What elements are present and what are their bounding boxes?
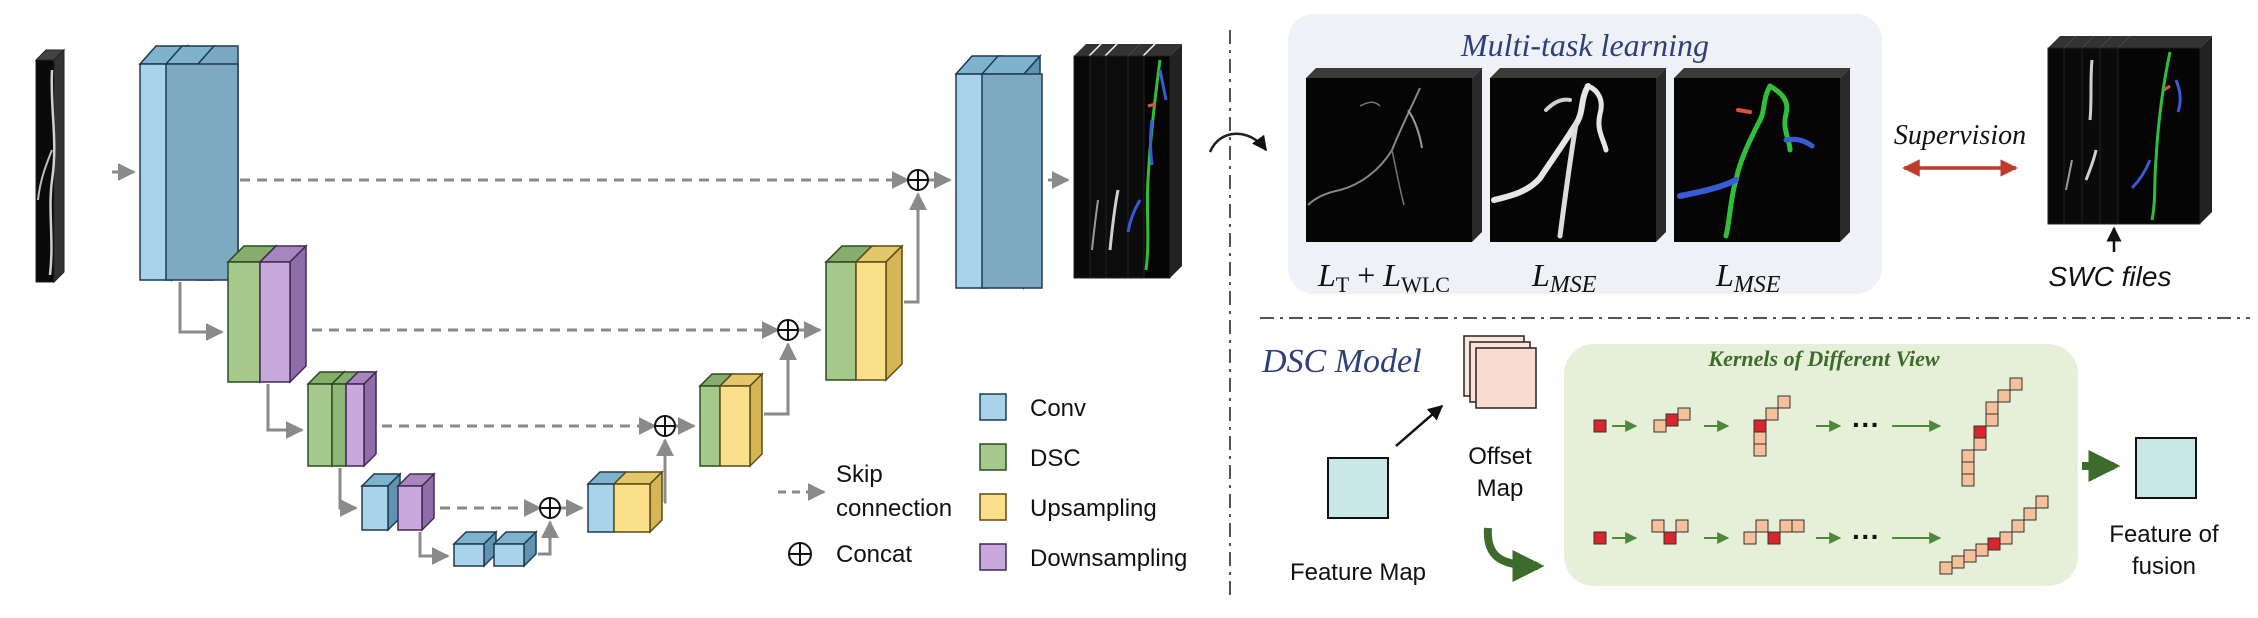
legend-label-skip-2: connection — [836, 495, 952, 522]
kernels-panel — [1564, 344, 2078, 586]
multitask-image-3 — [1674, 68, 1850, 242]
kernel-row-2 — [1593, 495, 2049, 575]
legend-swatch-downsampling — [979, 543, 1007, 571]
kernel-row-2-ellipsis: ··· — [1852, 521, 1880, 552]
kernel-row-1-ellipsis: ··· — [1852, 409, 1880, 440]
feature-map-label: Feature Map — [1290, 559, 1426, 586]
multitask-title: Multi-task learning — [1460, 27, 1709, 63]
loss1-main: L — [1317, 257, 1336, 293]
bottleneck-conv-block — [452, 530, 538, 568]
loss3-main: L — [1531, 257, 1550, 293]
arrow-feature-to-offset — [1395, 405, 1444, 447]
legend-label-skip-1: Skip — [836, 461, 883, 488]
concat-node-2 — [777, 319, 799, 341]
offset-map-label-2: Map — [1477, 475, 1524, 502]
svg-text:LT + LWLC: LT + LWLC — [1317, 257, 1450, 297]
dsc-downsampling-block-enc3 — [306, 370, 378, 468]
arrow-down-2 — [266, 384, 304, 439]
loss2-sub: WLC — [1401, 272, 1450, 297]
loss4-main: L — [1715, 257, 1734, 293]
legend-label-concat: Concat — [836, 541, 912, 568]
output-volumes — [1073, 44, 1182, 279]
arrow-dec4-up — [656, 438, 674, 504]
arrow-down-4 — [418, 532, 450, 565]
conv-block-dec1 — [954, 54, 1043, 290]
legend-label-upsampling: Upsampling — [1030, 495, 1157, 522]
multitask-image-1 — [1306, 68, 1482, 242]
arrow-to-multitask — [1208, 132, 1268, 153]
fusion-label-1: Feature of — [2109, 521, 2219, 548]
legend-label-dsc: DSC — [1030, 445, 1081, 472]
conv-upsampling-block-dec4 — [586, 470, 664, 534]
arrow-offset-to-kernels — [1483, 527, 1545, 582]
dsc-downsampling-block-enc2 — [226, 244, 308, 384]
swc-volumes — [2047, 36, 2212, 225]
offset-map-stack — [1463, 335, 1537, 409]
loss-label-1: LT + LWLC — [1317, 257, 1450, 297]
loss3-sub: MSE — [1549, 272, 1597, 298]
input-volume — [34, 48, 66, 284]
concat-node-1 — [907, 169, 929, 191]
fusion-feature-square — [2135, 437, 2197, 499]
arrow-down-1 — [178, 282, 224, 341]
loss1-plus: + — [1349, 257, 1383, 293]
kernels-title: Kernels of Different View — [1707, 346, 1940, 371]
loss2-main: L — [1382, 257, 1401, 293]
dsc-upsampling-block-dec3 — [698, 372, 764, 468]
dsc-upsampling-block-dec2 — [824, 244, 904, 382]
swc-files-label: SWC files — [2049, 261, 2172, 292]
supervision-label: Supervision — [1894, 120, 2026, 151]
arrow-dec3-up — [764, 342, 797, 416]
feature-map-square — [1327, 457, 1389, 519]
svg-text:LMSE: LMSE — [1715, 257, 1781, 298]
fusion-label-2: fusion — [2132, 553, 2196, 580]
concat-node-4 — [539, 497, 561, 519]
concat-node-3 — [654, 415, 676, 437]
legend-label-downsampling: Downsampling — [1030, 545, 1187, 572]
offset-map-label-1: Offset — [1468, 443, 1532, 470]
loss-label-2: LMSE — [1531, 257, 1597, 298]
kernel-row-1 — [1593, 377, 2023, 487]
arrow-down-3 — [338, 468, 358, 517]
legend-swatch-dsc — [979, 443, 1007, 471]
legend-swatch-upsampling — [979, 493, 1007, 521]
multitask-image-2 — [1490, 68, 1666, 242]
conv-downsampling-block-enc4 — [360, 472, 436, 532]
legend-swatch-conv — [979, 393, 1007, 421]
arrow-bottleneck-up — [538, 520, 559, 556]
loss-label-3: LMSE — [1715, 257, 1781, 298]
legend-label-conv: Conv — [1030, 395, 1086, 422]
legend: Conv DSC Upsampling Downsampling Skip co… — [778, 393, 1187, 572]
loss4-sub: MSE — [1733, 272, 1781, 298]
arrow-dec2-up — [904, 192, 927, 304]
conv-block-enc1 — [138, 44, 239, 282]
svg-text:LMSE: LMSE — [1531, 257, 1597, 298]
dsc-model-title: DSC Model — [1261, 343, 1422, 380]
loss1-sub: T — [1336, 272, 1350, 297]
legend-concat-symbol — [788, 542, 812, 566]
